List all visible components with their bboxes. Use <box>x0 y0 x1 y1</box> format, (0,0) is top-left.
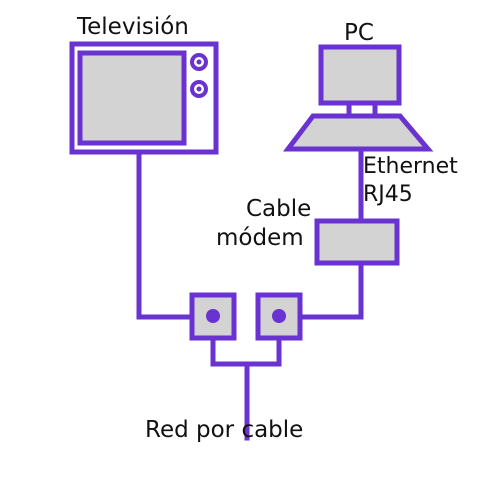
pc-device <box>282 44 434 152</box>
modem-label-line1: Cable <box>246 196 311 222</box>
rj45-label: RJ45 <box>363 182 413 207</box>
modem-label-line2: módem <box>216 225 304 251</box>
modem-to-splitter-line <box>297 260 364 320</box>
network-label: Red por cable <box>145 417 303 443</box>
ethernet-label: Ethernet <box>363 154 458 179</box>
tv-screen <box>77 50 187 146</box>
pc-monitor <box>318 44 402 106</box>
cable-modem-device <box>314 218 400 266</box>
connection-lines <box>136 145 364 441</box>
tv-label: Televisión <box>76 14 189 40</box>
pc-keyboard-base <box>282 113 434 152</box>
tv-knob-bottom-center <box>196 86 202 92</box>
splitter-join-line <box>210 335 282 367</box>
tv-to-splitter-line <box>136 150 195 320</box>
splitter-ports <box>189 292 303 341</box>
television-device <box>69 41 219 155</box>
tv-knob-top-center <box>196 59 202 65</box>
splitter-port-right-jack <box>272 309 286 323</box>
pc-label: PC <box>344 20 374 46</box>
splitter-port-left-jack <box>206 309 220 323</box>
